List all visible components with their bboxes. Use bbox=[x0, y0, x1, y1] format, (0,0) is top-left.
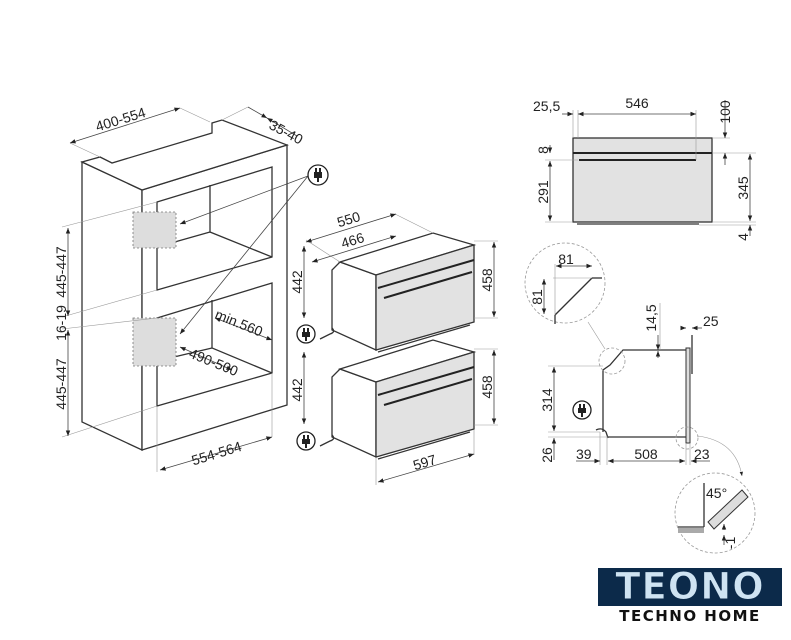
oven-lower-drawing bbox=[296, 339, 477, 460]
dim-oven-front-upper: 458 bbox=[479, 268, 495, 292]
brand-logo: TEONO TECHNO HOME bbox=[598, 567, 782, 625]
dim-front-offset: 25,5 bbox=[533, 98, 560, 114]
dim-cabinet-width-top: 400-554 bbox=[94, 104, 148, 134]
side-view-drawing bbox=[524, 242, 756, 554]
dim-cabinet-height-lower: 445-447 bbox=[53, 358, 69, 410]
dim-front-width: 546 bbox=[625, 95, 649, 111]
electrical-zone-lower bbox=[132, 317, 177, 367]
dim-side-depth: 508 bbox=[634, 446, 658, 462]
dim-front-top: 100 bbox=[717, 100, 733, 124]
dim-oven-height-lower: 442 bbox=[289, 378, 305, 402]
dim-cabinet-height-upper: 445-447 bbox=[53, 246, 69, 298]
dim-side-front: 23 bbox=[694, 446, 710, 462]
cabinet-drawing bbox=[80, 119, 309, 452]
front-view-drawing bbox=[572, 137, 713, 225]
plug-icon bbox=[296, 324, 316, 344]
dim-oven-front-lower: 458 bbox=[479, 375, 495, 399]
oven-upper-drawing bbox=[296, 232, 477, 353]
plug-icon bbox=[572, 400, 592, 420]
dim-side-left: 39 bbox=[576, 446, 592, 462]
detail-chamfer bbox=[524, 242, 606, 324]
dim-oven-depth-inner: 466 bbox=[339, 229, 366, 251]
detail-angle bbox=[674, 472, 756, 554]
dim-front-bottom: 4 bbox=[735, 233, 751, 241]
dim-front-total-height: 345 bbox=[735, 176, 751, 200]
dim-cabinet-gap: 16-19 bbox=[53, 305, 69, 341]
dim-offset: -1 bbox=[722, 537, 738, 550]
dim-side-top-gap: 14,5 bbox=[643, 304, 659, 331]
plug-icon bbox=[307, 164, 329, 186]
dim-oven-width: 597 bbox=[411, 451, 438, 473]
dim-chamfer-height: 81 bbox=[529, 289, 545, 305]
dim-side-panel: 25 bbox=[703, 313, 719, 329]
dim-chamfer-width: 81 bbox=[558, 251, 574, 267]
plug-icon bbox=[296, 431, 316, 451]
logo-main-text: TEONO bbox=[598, 567, 782, 606]
dim-front-strip: 8 bbox=[535, 146, 551, 154]
dim-cabinet-width-bottom: 554-564 bbox=[190, 438, 244, 468]
dim-front-body-height: 291 bbox=[535, 180, 551, 204]
electrical-zone-upper bbox=[132, 211, 177, 249]
logo-sub-text: TECHNO HOME bbox=[619, 607, 761, 625]
dim-oven-depth: 550 bbox=[335, 208, 362, 230]
dim-angle: 45° bbox=[706, 485, 727, 501]
dim-oven-height-upper: 442 bbox=[289, 270, 305, 294]
dim-side-base: 26 bbox=[539, 447, 555, 463]
dim-side-height: 314 bbox=[539, 388, 555, 412]
